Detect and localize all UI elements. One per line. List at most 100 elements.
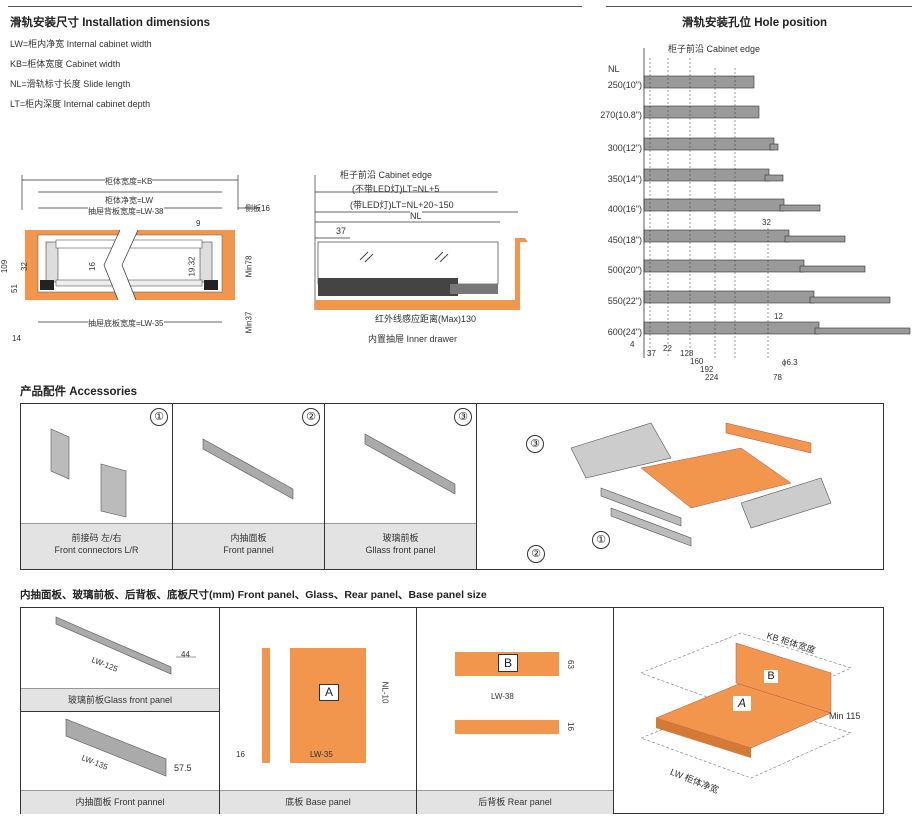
dim-109: 109 bbox=[0, 259, 10, 274]
hole-row-270: 270(10.8") bbox=[600, 110, 642, 120]
accessory-label-cn-3: 玻璃前板 bbox=[382, 533, 419, 543]
side-ir-distance: 红外线感应距离(Max)130 bbox=[375, 314, 477, 324]
hole-nl-header: NL bbox=[608, 64, 620, 74]
accessories-table: ① 前接码 左/右 Front connectors L/R ② 内抽面板 Fr… bbox=[20, 403, 884, 570]
def-lt: LT=柜内深度 Internal cabinet depth bbox=[10, 99, 151, 109]
side-lt-noled: (不带LED灯)LT=NL+5 bbox=[352, 184, 440, 194]
dim-lw: 柜体净宽=LW bbox=[105, 195, 154, 206]
definitions-list: LW=柜内净宽 Internal cabinet width KB=柜体宽度 C… bbox=[10, 34, 152, 114]
install-title: 滑轨安装尺寸 Installation dimensions bbox=[10, 17, 210, 29]
callout-3: ③ bbox=[526, 435, 544, 453]
dim-rear-panel: 抽屉背板宽度=LW-38 bbox=[88, 206, 164, 217]
glass-dim-h: 44 bbox=[181, 650, 190, 659]
accessory-caption-3: 玻璃前板 Gllass front panel bbox=[325, 523, 476, 569]
accessory-cell-2: ② 内抽面板 Front pannel bbox=[173, 404, 325, 569]
accessories-title: 产品配件 Accessories bbox=[20, 386, 137, 398]
iso-min: Min 115 bbox=[829, 711, 861, 721]
accessory-caption-1: 前接码 左/右 Front connectors L/R bbox=[21, 523, 172, 569]
accessory-num-1: ① bbox=[150, 408, 168, 426]
hole-dim-128: 128 bbox=[680, 349, 694, 358]
panel-col-front-glass: LW-125 44 玻璃前板Glass front panel LW-135 5… bbox=[21, 608, 220, 814]
side-lt-led: (带LED灯)LT=NL+20~150 bbox=[350, 198, 454, 211]
rear-dim-w: LW-38 bbox=[491, 692, 514, 701]
dim-side-panel: 侧板16 bbox=[245, 204, 270, 213]
accessory-num-2: ② bbox=[302, 408, 320, 426]
top-rule-right bbox=[606, 6, 912, 7]
dim-16: 16 bbox=[87, 262, 97, 271]
def-nl: NL=滑轨标寸长度 Slide length bbox=[10, 79, 131, 89]
rear-letter: B bbox=[498, 654, 518, 672]
dim-32: 32 bbox=[19, 262, 29, 271]
accessory-num-3: ③ bbox=[454, 408, 472, 426]
rear-dim-h: 63 bbox=[565, 660, 575, 669]
callout-1: ① bbox=[592, 531, 610, 549]
accessory-label-en-3: Gllass front panel bbox=[365, 545, 436, 555]
side-37: 37 bbox=[336, 226, 347, 236]
panel-col-base: A NL-10 16 LW-35 底板 Base panel bbox=[220, 608, 417, 814]
dim-19-32: 19.32 bbox=[187, 256, 197, 277]
dim-base-panel: 抽屉底板宽度=LW-35 bbox=[88, 318, 164, 329]
hole-title: 滑轨安装孔位 Hole position bbox=[682, 17, 828, 29]
base-dim-h: NL-10 bbox=[380, 681, 390, 704]
accessory-label-en-2: Front pannel bbox=[223, 545, 274, 555]
rear-edge bbox=[455, 720, 559, 734]
iso-letter-a: A bbox=[733, 696, 751, 711]
hole-row-300: 300(12") bbox=[607, 143, 642, 153]
rear-dim-t: 16 bbox=[565, 722, 575, 731]
dim-51: 51 bbox=[9, 284, 19, 293]
panel-col-rear: B 63 LW-38 16 后背板 Rear panel bbox=[417, 608, 614, 814]
hole-dim-12: 12 bbox=[774, 312, 783, 321]
base-letter: A bbox=[319, 684, 339, 701]
accessory-label-en-1: Front connectors L/R bbox=[54, 545, 139, 555]
inner-front-panel-drawing bbox=[65, 718, 167, 777]
exploded-assembly-drawing bbox=[570, 422, 832, 547]
hole-dim-32: 32 bbox=[762, 218, 771, 227]
side-view-drawing bbox=[314, 175, 528, 310]
def-kb: KB=柜体宽度 Cabinet width bbox=[10, 59, 121, 69]
hole-dim-160: 160 bbox=[690, 357, 704, 366]
hole-dim-diameter: ϕ6.3 bbox=[782, 358, 798, 367]
hole-dim-224: 224 bbox=[705, 373, 719, 382]
base-panel-caption: 底板 Base panel bbox=[220, 790, 416, 814]
accessory-cell-3: ③ 玻璃前板 Gllass front panel bbox=[325, 404, 477, 569]
base-panel-shape bbox=[290, 648, 366, 763]
hole-row-400: 400(16") bbox=[607, 204, 642, 214]
hole-row-550: 550(22") bbox=[607, 296, 642, 306]
hole-cabinet-edge: 柜子前沿 Cabinet edge bbox=[668, 44, 761, 54]
top-rule-left bbox=[8, 6, 582, 7]
dim-9: 9 bbox=[196, 219, 201, 228]
accessory-label-cn-1: 前接码 左/右 bbox=[71, 533, 122, 543]
glass-panel-caption: 玻璃前板Glass front panel bbox=[21, 688, 219, 712]
front-panel-caption: 内抽面板 Front pannel bbox=[21, 790, 219, 814]
hole-position-drawing bbox=[643, 48, 911, 358]
panels-title: 内抽面板、玻璃前板、后背板、底板尺寸(mm) Front panel、Glass… bbox=[20, 589, 487, 601]
hole-dim-37: 37 bbox=[647, 349, 656, 358]
base-edge bbox=[262, 648, 270, 763]
front-panel-image bbox=[202, 438, 294, 500]
front-dim-h: 57.5 bbox=[174, 763, 192, 773]
hole-row-600: 600(24") bbox=[607, 327, 642, 337]
glass-front-panel-drawing bbox=[55, 616, 196, 675]
front-connector-image bbox=[50, 428, 127, 518]
dim-min37: Min37 bbox=[244, 311, 254, 334]
panels-table: LW-125 44 玻璃前板Glass front panel LW-135 5… bbox=[20, 607, 884, 814]
iso-letter-b: B bbox=[764, 670, 778, 683]
hole-row-350: 350(14") bbox=[607, 174, 642, 184]
hole-row-450: 450(18") bbox=[607, 235, 642, 245]
hole-dim-78: 78 bbox=[773, 373, 782, 382]
hole-row-500: 500(20") bbox=[607, 265, 642, 275]
hole-dim-4: 4 bbox=[630, 340, 635, 349]
hole-dim-192: 192 bbox=[700, 365, 714, 374]
accessory-label-cn-2: 内抽面板 bbox=[230, 533, 267, 543]
front-view-drawing bbox=[21, 175, 260, 323]
dim-14: 14 bbox=[12, 334, 21, 343]
def-lw: LW=柜内净宽 Internal cabinet width bbox=[10, 39, 152, 49]
glass-panel-image bbox=[364, 433, 456, 495]
accessory-caption-2: 内抽面板 Front pannel bbox=[173, 523, 324, 569]
side-cabinet-edge: 柜子前沿 Cabinet edge bbox=[340, 170, 433, 180]
base-dim-w: LW-35 bbox=[310, 750, 333, 759]
side-inner-drawer: 内置抽屉 Inner drawer bbox=[368, 334, 458, 344]
accessory-cell-1: ① 前接码 左/右 Front connectors L/R bbox=[21, 404, 173, 569]
side-nl: NL bbox=[410, 211, 422, 221]
dim-min78: Min78 bbox=[244, 255, 254, 278]
